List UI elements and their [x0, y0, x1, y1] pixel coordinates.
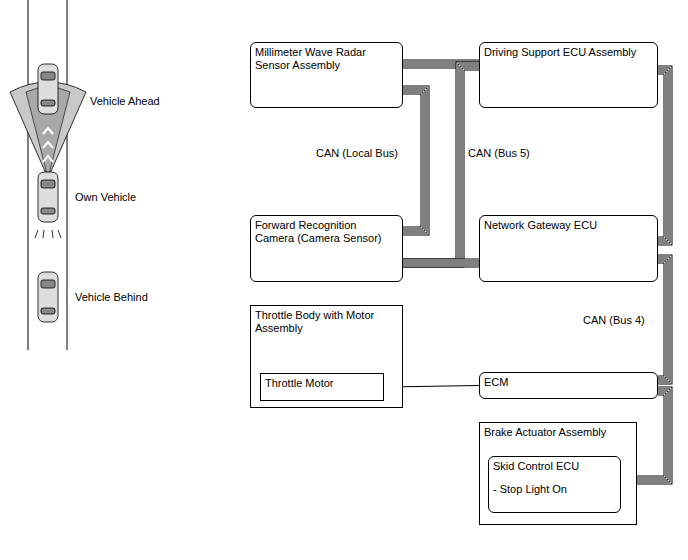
can-bus-bundle: [403, 263, 479, 264]
bus-wire: [658, 259, 668, 380]
bus-wire: [403, 90, 425, 231]
component-box: Throttle Body with Motor AssemblyThrottl…: [250, 305, 403, 408]
can-bus-bundle: [403, 66, 479, 263]
component-label: Skid Control ECU: [493, 460, 616, 473]
headlight-marks: [35, 230, 61, 238]
component-label: Driving Support ECU Assembly: [484, 46, 653, 59]
bus-wire: [658, 259, 668, 380]
radar-beam: [26, 87, 70, 178]
bus-wire: [658, 70, 668, 241]
bus-wire: [658, 259, 668, 380]
road-edge: [67, 0, 68, 350]
chevrons: [43, 128, 53, 162]
bus-wire: [403, 66, 479, 263]
component-box: Throttle Motor: [260, 373, 384, 401]
vehicle-label: Own Vehicle: [75, 191, 136, 204]
can-bus-bundle: [658, 70, 668, 241]
component-label: Throttle Body with Motor Assembly: [255, 309, 398, 335]
component-box: Forward Recognition Camera (Camera Senso…: [250, 215, 403, 282]
bus-wire: [403, 66, 479, 263]
bus-wire: [403, 260, 479, 267]
road-edge: [28, 0, 29, 350]
component-box: Network Gateway ECU: [479, 215, 658, 282]
bus-wire: [658, 70, 668, 241]
bus-wire: [658, 70, 668, 241]
bus-wire: [403, 66, 479, 263]
bus-wire: [403, 90, 425, 231]
component-label: Throttle Motor: [265, 377, 379, 390]
car-icon: [38, 172, 58, 222]
component-box: Millimeter Wave Radar Sensor Assembly: [250, 42, 403, 108]
bus-wire: [403, 66, 479, 263]
component-label: Forward Recognition Camera (Camera Senso…: [255, 219, 398, 245]
vehicle-label: Vehicle Behind: [75, 291, 148, 304]
can-bus-bundle: [658, 259, 668, 380]
component-box: Driving Support ECU Assembly: [479, 42, 658, 108]
bus-wire: [658, 259, 668, 380]
vehicle-label: Vehicle Ahead: [90, 95, 160, 108]
bus-wire: [658, 259, 668, 380]
bus-wire: [403, 90, 425, 231]
car-icon: [38, 64, 58, 114]
bus-label: CAN (Bus 4): [583, 314, 645, 327]
component-label: ECM: [484, 376, 653, 389]
component-label: Millimeter Wave Radar Sensor Assembly: [255, 46, 398, 72]
component-label: - Stop Light On: [493, 483, 616, 496]
can-bus-bundle: [403, 90, 425, 231]
component-label: Brake Actuator Assembly: [484, 426, 632, 439]
bus-wire: [403, 263, 479, 264]
component-box: Brake Actuator AssemblySkid Control ECU -…: [479, 422, 637, 525]
component-box: Skid Control ECU - Stop Light On: [488, 456, 621, 513]
bus-wire: [403, 262, 479, 265]
component-label: Network Gateway ECU: [484, 219, 653, 232]
bus-label: CAN (Local Bus): [316, 147, 398, 160]
car-icon: [38, 272, 58, 322]
bus-wire: [658, 70, 668, 241]
bus-wire: [403, 259, 479, 268]
bus-wire: [403, 261, 479, 266]
bus-wire: [403, 90, 425, 231]
bus-wire: [403, 90, 425, 231]
component-box: ECM: [479, 372, 658, 399]
bus-wire: [658, 70, 668, 241]
bus-wire: [403, 66, 479, 263]
bus-label: CAN (Bus 5): [468, 147, 530, 160]
